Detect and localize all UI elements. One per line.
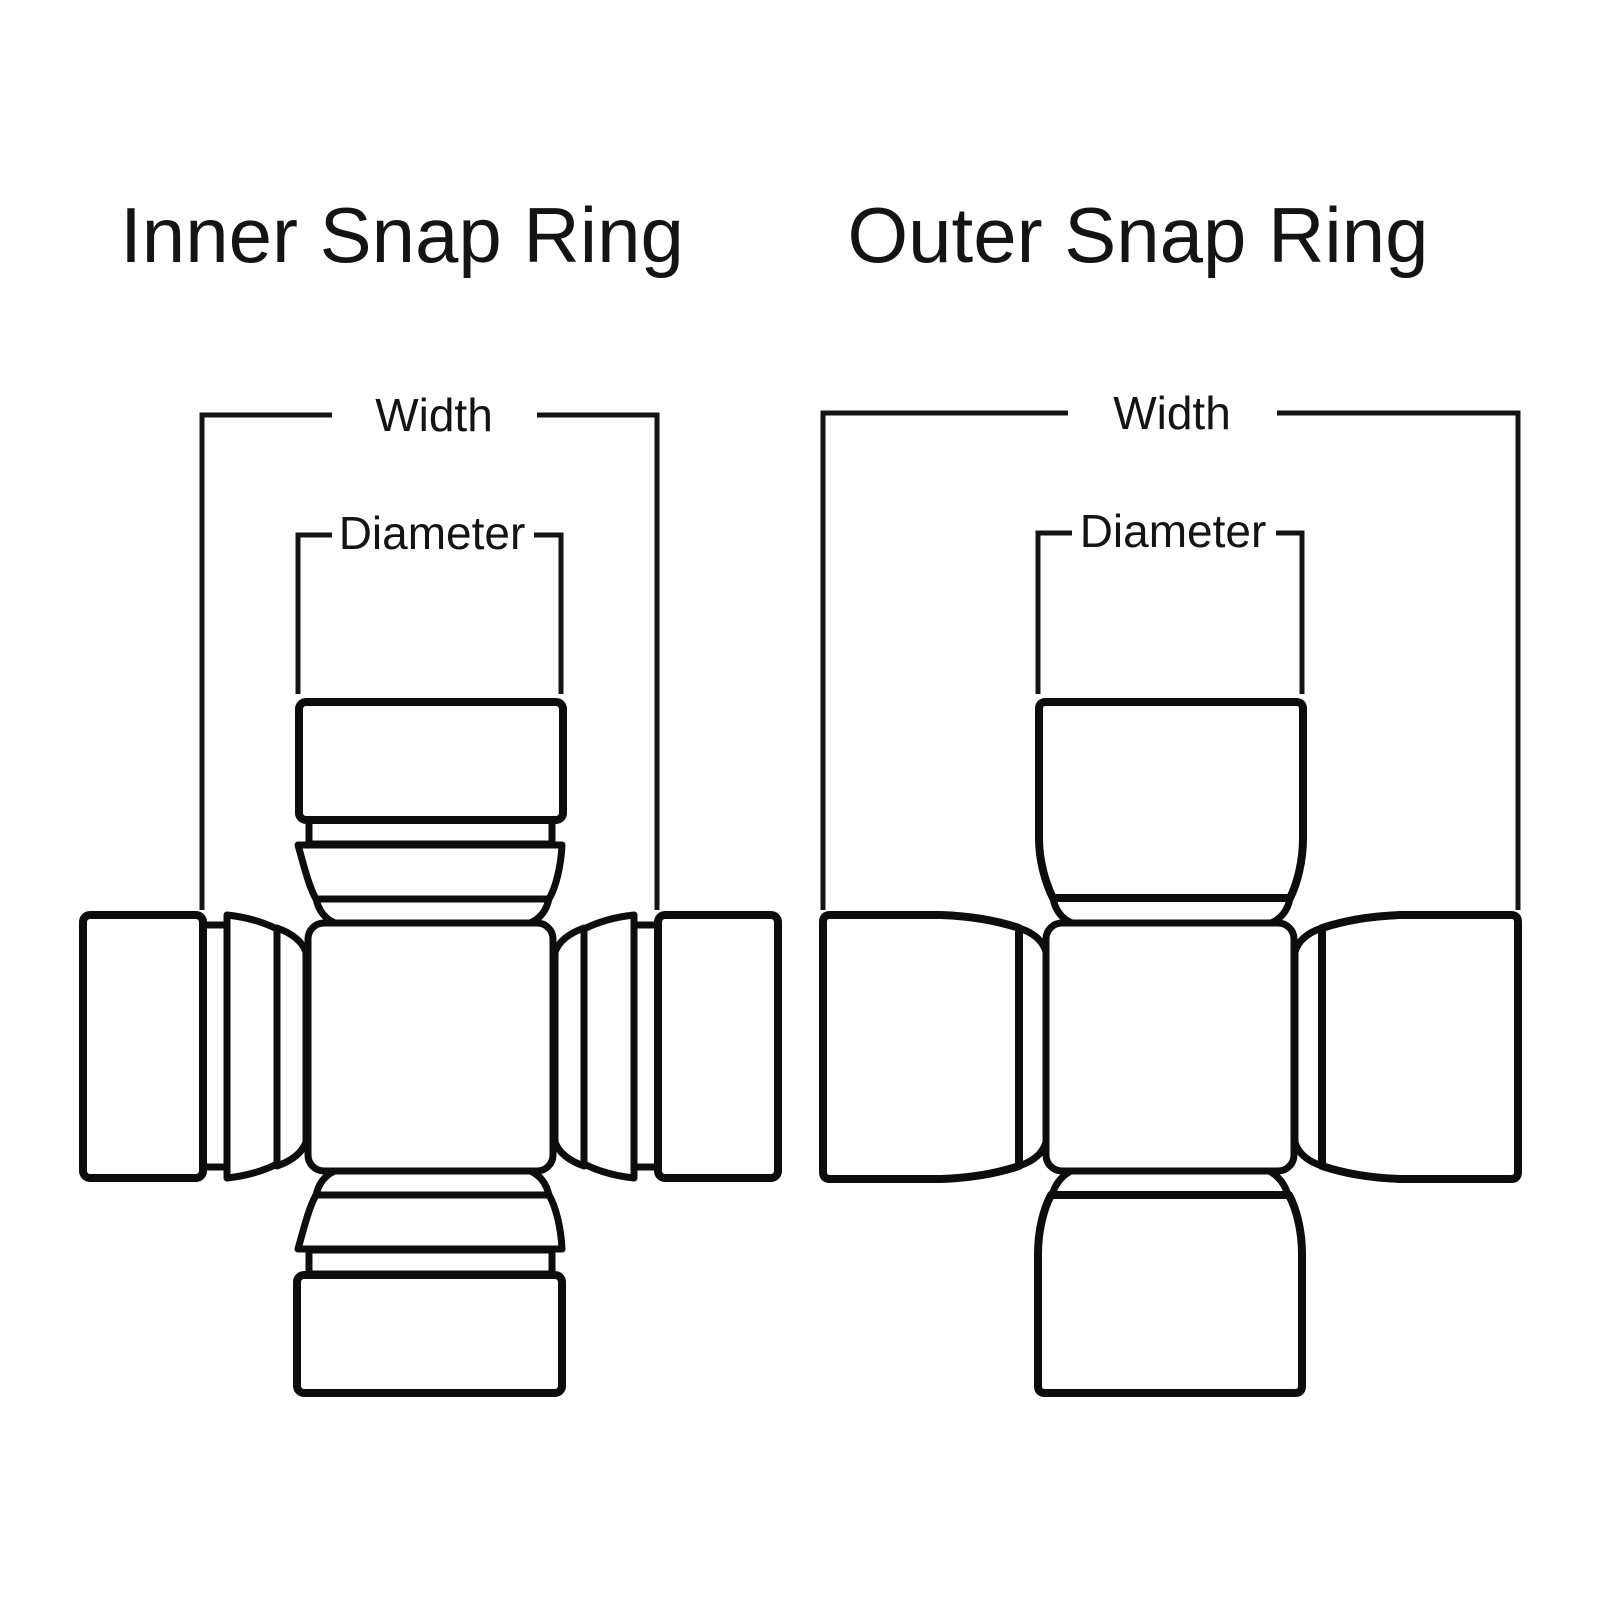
outer-diameter-label: Diameter xyxy=(1080,505,1267,557)
outer-left-bell xyxy=(1015,924,1050,1170)
outer-top-bell xyxy=(1049,894,1294,927)
outer-bottom-bell xyxy=(1048,1167,1292,1200)
outer-left-bearing-cap xyxy=(819,911,1023,1183)
inner-bottom-snap-ring-groove xyxy=(305,1246,556,1278)
outer-left-trunnion xyxy=(819,911,1050,1183)
inner-left-trunnion xyxy=(79,911,310,1182)
outer-joint-body xyxy=(1042,919,1298,1175)
inner-width-dimension-bracket xyxy=(199,412,660,910)
inner-bottom-flange xyxy=(294,1191,566,1253)
inner-bottom-bearing-cap xyxy=(293,1271,566,1397)
outer-right-bell xyxy=(1291,924,1326,1170)
outer-top-trunnion xyxy=(1035,698,1307,927)
inner-left-bearing-cap xyxy=(79,911,207,1182)
outer-diameter-dimension-bracket xyxy=(1035,530,1305,694)
inner-width-label: Width xyxy=(375,389,493,441)
inner-joint-body xyxy=(304,919,557,1175)
inner-bottom-trunnion xyxy=(293,1167,566,1397)
inner-top-bell xyxy=(312,894,553,927)
inner-diameter-dimension-bracket xyxy=(295,532,564,694)
outer-bottom-trunnion xyxy=(1034,1167,1306,1397)
inner-left-flange xyxy=(223,911,281,1182)
inner-right-flange xyxy=(580,911,638,1182)
outer-figure-title: Outer Snap Ring xyxy=(847,191,1428,279)
inner-left-bell xyxy=(273,924,310,1170)
outer-width-dimension-bracket xyxy=(820,410,1521,910)
inner-right-bearing-cap xyxy=(654,911,782,1182)
outer-right-trunnion xyxy=(1291,911,1522,1183)
outer-bottom-bearing-cap xyxy=(1034,1191,1306,1397)
inner-top-trunnion xyxy=(294,698,567,927)
outer-top-bearing-cap xyxy=(1035,698,1307,902)
inner-figure-title: Inner Snap Ring xyxy=(120,191,684,279)
inner-snap-ring-figure: Inner Snap Ring xyxy=(79,191,782,1397)
inner-top-bearing-cap xyxy=(295,698,567,824)
outer-snap-ring-figure: Outer Snap Ring xyxy=(819,191,1522,1397)
inner-right-bell xyxy=(551,924,588,1170)
inner-diameter-label: Diameter xyxy=(339,507,526,559)
outer-right-bearing-cap xyxy=(1318,911,1522,1183)
inner-right-trunnion xyxy=(551,911,782,1182)
outer-width-label: Width xyxy=(1113,387,1231,439)
inner-top-flange xyxy=(294,841,566,903)
inner-bottom-bell xyxy=(312,1167,553,1200)
